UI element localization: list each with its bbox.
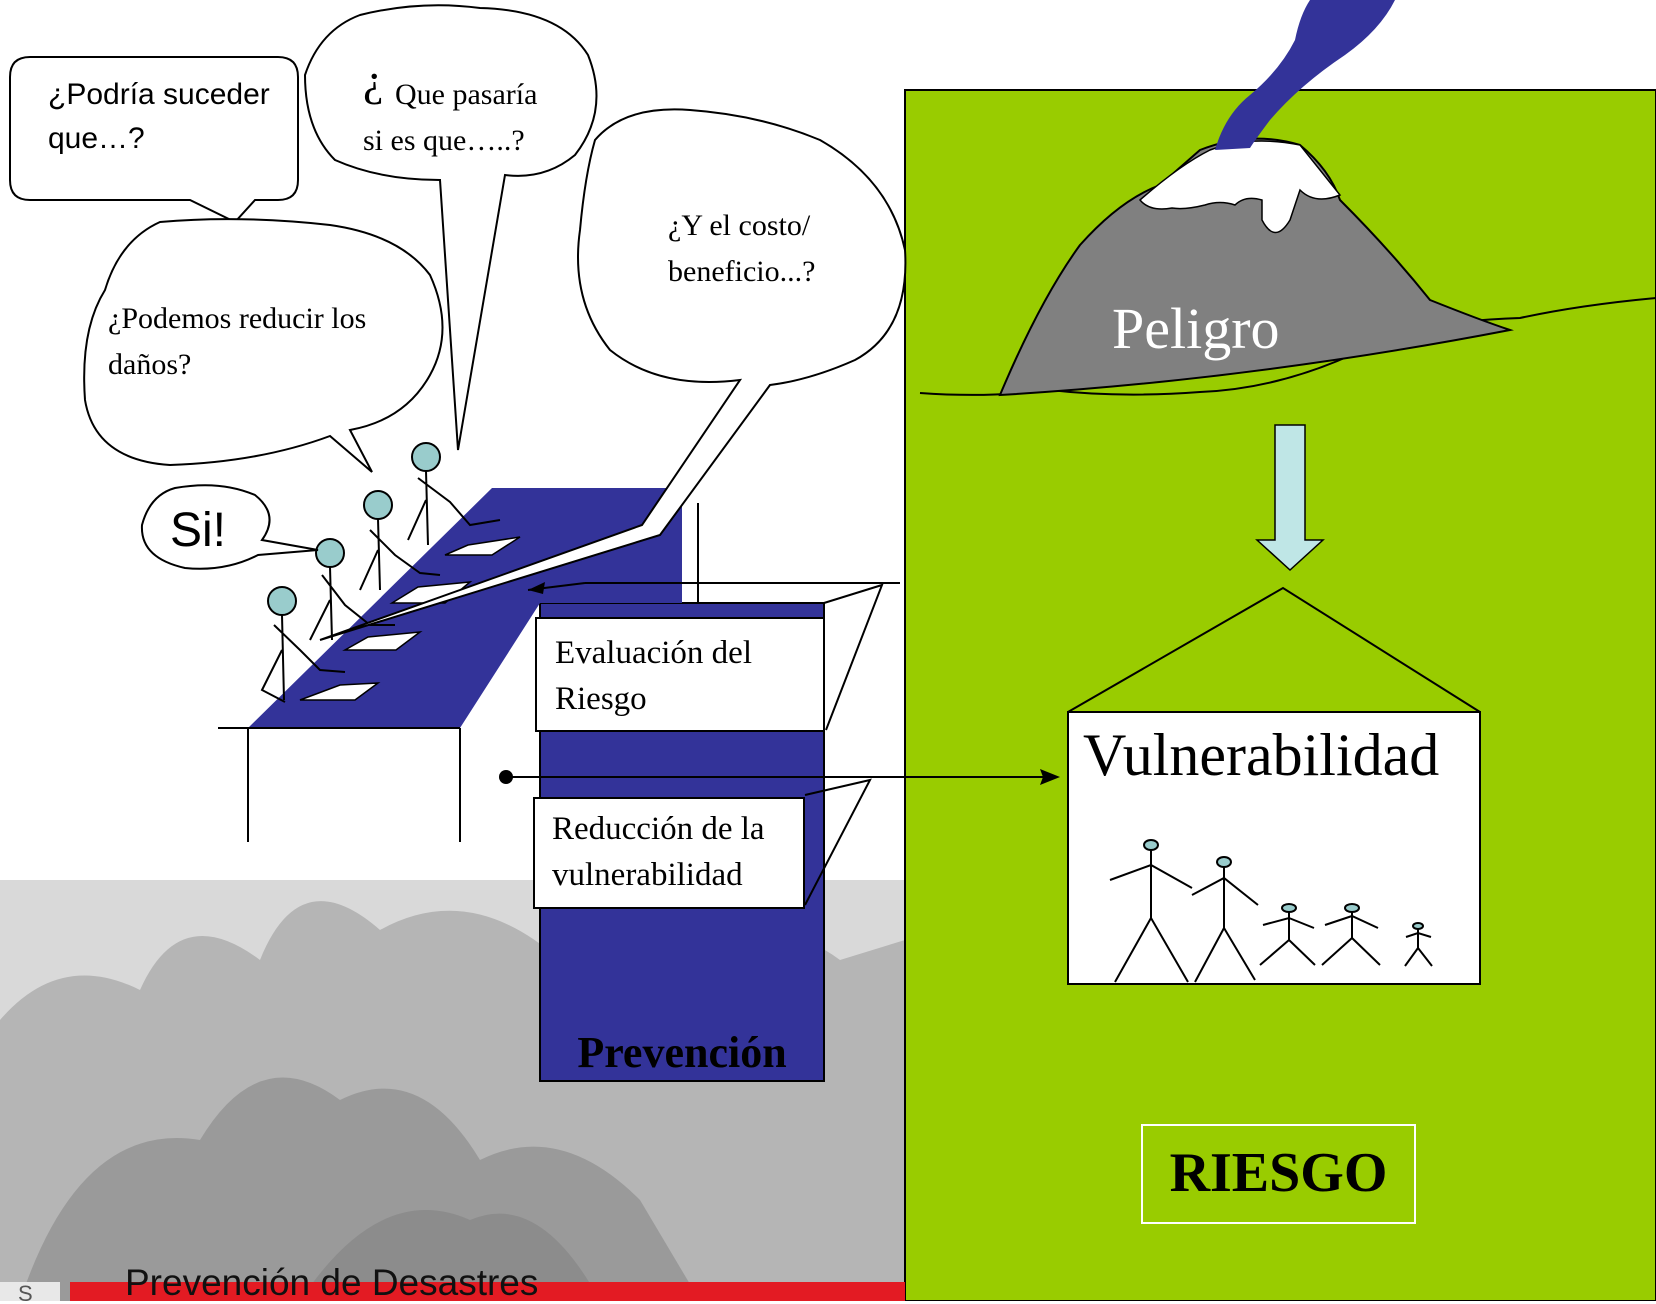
bubble-costo-text: ¿Y el costo/ beneficio...? <box>668 209 816 288</box>
footer-title: Prevención de Desastres <box>125 1262 539 1303</box>
evaluacion-box <box>535 617 825 732</box>
house <box>1067 586 1481 985</box>
bubble-si-text: Si! <box>170 504 227 557</box>
bubble-que-mark: ¿ <box>363 54 384 105</box>
down-arrow <box>1255 424 1325 572</box>
bubble-que-text: Que pasaría si es que…..? <box>363 78 538 157</box>
meeting-people <box>260 442 501 703</box>
connector-reduccion <box>804 778 872 906</box>
bubble-que <box>303 4 598 451</box>
bubble-podemos-text: ¿Podemos reducir los daños? <box>108 302 367 381</box>
svg-text:S: S <box>18 1281 33 1301</box>
footer-bar: S <box>0 1281 905 1301</box>
connector-evaluacion <box>585 582 900 731</box>
riesgo-label: RIESGO <box>1169 1142 1388 1204</box>
prevencion-label: Prevención <box>577 1028 787 1077</box>
peligro-label: Peligro <box>1112 296 1280 361</box>
reduccion-box <box>533 797 805 909</box>
volcano <box>998 0 1514 397</box>
bubble-costo <box>319 108 907 641</box>
riesgo-box <box>1141 1124 1416 1224</box>
reduccion-label: Reducción de la vulnerabilidad <box>552 811 765 893</box>
family-figures <box>1109 839 1433 983</box>
bubble-si <box>140 484 319 570</box>
arrow-to-vulnerabilidad <box>499 769 1060 785</box>
vulnerabilidad-label: Vulnerabilidad <box>1083 722 1440 788</box>
bubble-podria <box>9 56 299 224</box>
evaluacion-label: Evaluación del Riesgo <box>555 635 753 717</box>
bubble-podria-text: ¿Podría suceder que…? <box>48 78 270 155</box>
speech-bubbles <box>9 4 907 641</box>
bubble-podemos <box>83 218 444 473</box>
meeting-table <box>218 488 699 842</box>
